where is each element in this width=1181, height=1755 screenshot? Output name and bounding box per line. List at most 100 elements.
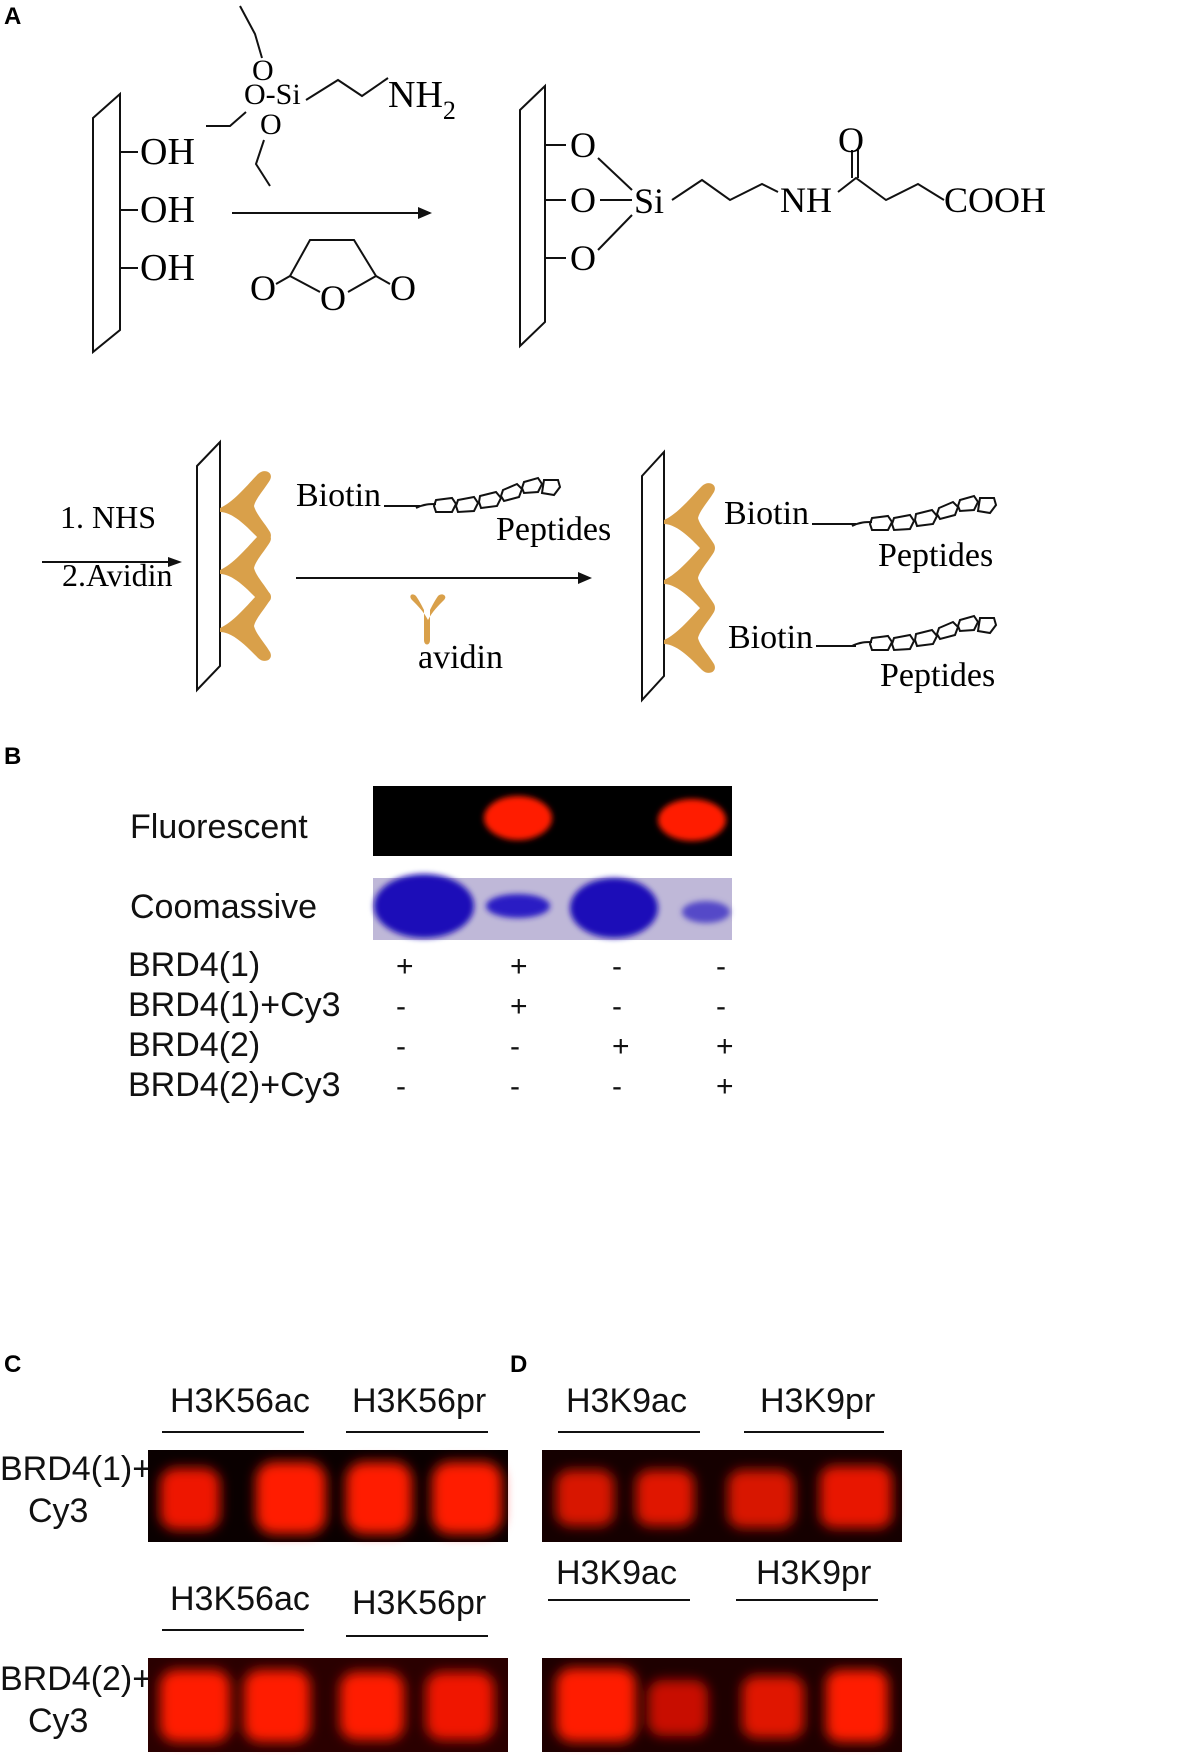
product-oxygen-1: O [570,125,596,165]
sign-r4-l3: - [612,1070,622,1103]
hydroxyl-1: OH [140,131,195,173]
c-row-label-1-line1: BRD4(1)+ [0,1450,152,1488]
condition-label-1: BRD4(1) [128,946,260,984]
amine-group: NH2 [388,74,456,125]
gel-label-fluorescent: Fluorescent [130,808,308,846]
fluorescent-band-lane-4 [658,799,726,841]
d2-spot-3 [742,1676,804,1738]
sign-r3-l3: + [612,1030,630,1063]
d1-spot-4 [820,1466,892,1528]
sign-r2-l3: - [612,990,622,1023]
silane-oxygen-silicon: O-Si [244,78,301,111]
c-header-propionyl-1: H3K56pr [352,1382,486,1420]
reaction-arrow-3-head [578,572,592,584]
product-amide-nh: NH [780,180,832,220]
c1-spot-1 [160,1468,220,1530]
sign-r4-l2: - [510,1070,520,1103]
c-header-acetyl-1: H3K56ac [170,1382,310,1420]
hydroxyl-3: OH [140,247,195,289]
peptides-label-2: Peptides [878,537,993,574]
anhydride-oxygen-ring: O [320,278,346,318]
c-row-label-2-line2: Cy3 [28,1702,88,1740]
d-header-propionyl-2: H3K9pr [756,1554,871,1592]
peptide-chain-icon-2 [851,495,997,531]
c-header-propionyl-2: H3K56pr [352,1584,486,1622]
avidin-icon-6 [664,603,715,673]
avidin-label: avidin [418,639,503,676]
c-row-label-2-line1: BRD4(2)+ [0,1660,152,1698]
hydroxyl-2: OH [140,189,195,231]
c2-spot-1 [160,1670,230,1742]
c1-spot-4 [432,1462,502,1534]
d2-spot-1 [556,1668,636,1742]
panel-letter-b: B [4,743,21,770]
d1-spot-2 [636,1470,694,1526]
biotin-label-3: Biotin [728,619,813,656]
sign-r2-l1: - [396,990,406,1023]
anhydride-oxygen-left: O [250,268,276,308]
sign-r4-l4: + [716,1070,734,1103]
panel-c: C H3K56ac H3K56pr BRD4(1)+ Cy3 H3K56ac H… [0,1351,508,1752]
d2-spot-2 [648,1680,708,1736]
c1-spot-2 [256,1462,326,1534]
panel-letter-c: C [4,1351,21,1378]
coomassie-band-lane-4 [682,901,730,923]
product-carbonyl-oxygen: O [838,120,864,160]
d-header-acetyl-1: H3K9ac [566,1382,687,1420]
d-header-propionyl-1: H3K9pr [760,1382,875,1420]
succinic-anhydride-structure: O O O [250,239,416,318]
c-header-acetyl-2: H3K56ac [170,1580,310,1618]
product-carboxylic-acid: COOH [944,180,1046,220]
sign-r1-l1: + [396,950,414,983]
coomassie-band-lane-2 [486,894,550,918]
gel-label-coomassive: Coomassive [130,888,317,926]
avidin-icon-3 [220,591,271,661]
coomassie-band-lane-1 [374,874,474,938]
aptes-silane-structure: O O-Si O NH2 [206,5,456,187]
coomassie-band-lane-3 [570,878,658,938]
peptides-label-3: Peptides [880,657,995,694]
avidin-icon-1 [220,471,271,541]
silane-oxygen-1: O [252,54,274,87]
d2-spot-4 [826,1670,888,1742]
peptide-chain-icon-1 [415,477,561,513]
sign-r2-l4: - [716,990,726,1023]
sign-r2-l2: + [510,990,528,1023]
step-nhs: 1. NHS [60,499,156,535]
product-oxygen-2: O [570,180,596,220]
avidin-icon-5 [664,543,715,613]
sign-r3-l4: + [716,1030,734,1063]
fluorescent-band-lane-2 [484,796,552,840]
condition-label-2: BRD4(1)+Cy3 [128,986,341,1024]
product-silicon: Si [634,181,664,221]
panel-letter-d: D [510,1351,527,1378]
c2-spot-2 [244,1670,310,1742]
sign-r3-l1: - [396,1030,406,1063]
condition-label-4: BRD4(2)+Cy3 [128,1066,341,1104]
substrate-plate-3 [196,439,221,693]
free-avidin-icon [410,594,446,645]
sign-r1-l4: - [716,950,726,983]
panel-b: B Fluorescent Coomassive BRD4(1) BRD4(1)… [4,743,734,1104]
sign-r4-l1: - [396,1070,406,1103]
substrate-plate-1 [92,91,121,355]
peptide-chain-icon-3 [851,615,997,651]
reaction-arrow-2-head [168,557,182,567]
sign-r1-l2: + [510,950,528,983]
reaction-arrow-1-head [418,207,432,219]
panel-d: D H3K9ac H3K9pr H3K9ac H3K9pr [510,1351,902,1752]
surface-hydroxyl-groups: OH OH OH [120,131,195,289]
c1-spot-3 [346,1462,412,1534]
peptides-label-1: Peptides [496,511,611,548]
panel-letter-a: A [4,3,21,30]
biotin-label-2: Biotin [724,495,809,532]
sign-r3-l2: - [510,1030,520,1063]
d1-spot-1 [556,1470,614,1526]
substrate-plate-2 [519,83,546,349]
condition-table: BRD4(1) BRD4(1)+Cy3 BRD4(2) BRD4(2)+Cy3 … [128,946,734,1104]
substrate-plate-4 [641,449,665,703]
avidin-icon-4 [664,483,715,553]
product-oxygen-3: O [570,238,596,278]
c-row-label-1-line2: Cy3 [28,1492,88,1530]
